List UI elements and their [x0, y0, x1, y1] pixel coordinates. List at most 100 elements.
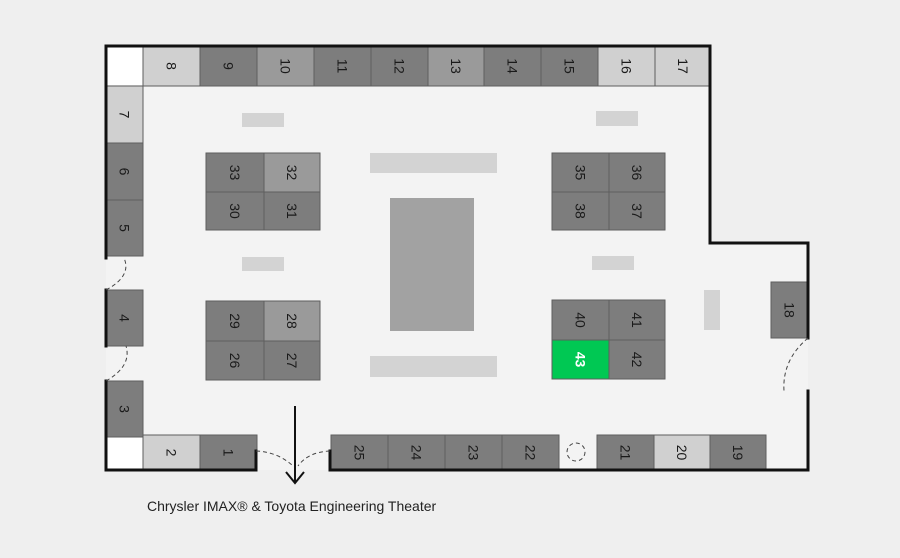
booth-20[interactable]: 20 — [653, 434, 711, 471]
booth-30[interactable]: 30 — [205, 191, 265, 231]
booth-24[interactable]: 24 — [387, 434, 446, 471]
booth-rect[interactable] — [263, 191, 321, 231]
booth-number: 20 — [674, 445, 690, 461]
booth-number: 23 — [466, 445, 482, 461]
booth-number: 4 — [117, 314, 133, 322]
booth-rect[interactable] — [105, 85, 144, 144]
booth-number: 30 — [227, 203, 243, 219]
booth-number: 18 — [782, 302, 798, 318]
door-swing — [105, 257, 127, 291]
booth-number: 27 — [284, 353, 300, 369]
booth-number: 2 — [164, 449, 180, 457]
fixture-bar — [242, 113, 284, 127]
booth-rect[interactable] — [427, 45, 485, 87]
booth-number: 9 — [221, 62, 237, 70]
booth-rect[interactable] — [263, 340, 321, 381]
booth-42[interactable]: 42 — [608, 339, 666, 380]
booth-10[interactable]: 10 — [256, 45, 315, 87]
booth-35[interactable]: 35 — [551, 152, 610, 193]
booth-rect[interactable] — [608, 339, 666, 380]
booth-41[interactable]: 41 — [608, 299, 666, 341]
booth-number: 13 — [448, 58, 464, 74]
booth-rect[interactable] — [501, 434, 560, 471]
booth-rect[interactable] — [142, 45, 201, 87]
booth-8[interactable]: 8 — [142, 45, 201, 87]
booth-number: 15 — [562, 58, 578, 74]
booth-rect[interactable] — [770, 281, 809, 339]
booth-36[interactable]: 36 — [608, 152, 666, 193]
booth-rect[interactable] — [596, 434, 655, 471]
booth-number: 31 — [284, 203, 300, 219]
booth-31[interactable]: 31 — [263, 191, 321, 231]
booth-26[interactable]: 26 — [205, 340, 265, 381]
booth-6[interactable]: 6 — [105, 142, 144, 201]
booth-23[interactable]: 23 — [444, 434, 503, 471]
booth-32[interactable]: 32 — [263, 152, 321, 193]
booth-19[interactable]: 19 — [709, 434, 767, 471]
booth-rect[interactable] — [263, 300, 321, 342]
booth-40[interactable]: 40 — [551, 299, 610, 341]
booth-number: 35 — [573, 165, 589, 181]
booth-rect[interactable] — [483, 45, 542, 87]
booth-rect[interactable] — [256, 45, 315, 87]
booth-number: 36 — [629, 165, 645, 181]
booth-rect[interactable] — [142, 434, 201, 471]
booth-2[interactable]: 2 — [142, 434, 201, 471]
center-block — [390, 198, 474, 331]
booth-15[interactable]: 15 — [540, 45, 599, 87]
booth-29[interactable]: 29 — [205, 300, 265, 342]
booth-rect[interactable] — [608, 299, 666, 341]
booth-17[interactable]: 17 — [654, 45, 712, 87]
booth-rect[interactable] — [654, 45, 712, 87]
booth-13[interactable]: 13 — [427, 45, 485, 87]
doors — [105, 257, 809, 467]
booth-rect[interactable] — [105, 142, 144, 201]
booth-37[interactable]: 37 — [608, 191, 666, 231]
booth-11[interactable]: 11 — [313, 45, 372, 87]
booth-rect[interactable] — [551, 299, 610, 341]
booth-27[interactable]: 27 — [263, 340, 321, 381]
booth-number: 28 — [284, 313, 300, 329]
booth-number: 16 — [619, 58, 635, 74]
booth-9[interactable]: 9 — [199, 45, 258, 87]
booth-rect[interactable] — [205, 152, 265, 193]
booth-number: 40 — [573, 312, 589, 328]
door-swing — [297, 450, 331, 467]
booth-rect[interactable] — [370, 45, 429, 87]
booth-43[interactable]: 43 — [551, 339, 610, 380]
booth-28[interactable]: 28 — [263, 300, 321, 342]
fixture-bar — [596, 111, 638, 126]
booth-38[interactable]: 38 — [551, 191, 610, 231]
booth-rect[interactable] — [551, 191, 610, 231]
booth-5[interactable]: 5 — [105, 199, 144, 257]
booth-rect[interactable] — [263, 152, 321, 193]
booth-rect[interactable] — [199, 434, 258, 471]
booth-33[interactable]: 33 — [205, 152, 265, 193]
fixture-bar — [370, 356, 497, 377]
booth-rect[interactable] — [205, 300, 265, 342]
booth-18[interactable]: 18 — [770, 281, 809, 339]
booth-rect[interactable] — [608, 152, 666, 193]
booth-21[interactable]: 21 — [596, 434, 655, 471]
booth-rect[interactable] — [709, 434, 767, 471]
corner-square — [107, 47, 143, 85]
booth-number: 10 — [278, 58, 294, 74]
booth-12[interactable]: 12 — [370, 45, 429, 87]
booth-rect[interactable] — [608, 191, 666, 231]
booth-3[interactable]: 3 — [105, 380, 144, 438]
booth-number: 24 — [409, 445, 425, 461]
booth-1[interactable]: 1 — [199, 434, 258, 471]
entrance-arrow-icon — [285, 406, 305, 485]
booth-7[interactable]: 7 — [105, 85, 144, 144]
booth-16[interactable]: 16 — [597, 45, 656, 87]
booth-rect[interactable] — [551, 152, 610, 193]
booth-number: 37 — [629, 203, 645, 219]
booth-4[interactable]: 4 — [105, 289, 144, 347]
booth-22[interactable]: 22 — [501, 434, 560, 471]
booth-rect[interactable] — [387, 434, 446, 471]
booth-rect[interactable] — [551, 339, 610, 380]
booth-25[interactable]: 25 — [330, 434, 389, 471]
booth-number: 1 — [221, 449, 237, 457]
booth-14[interactable]: 14 — [483, 45, 542, 87]
